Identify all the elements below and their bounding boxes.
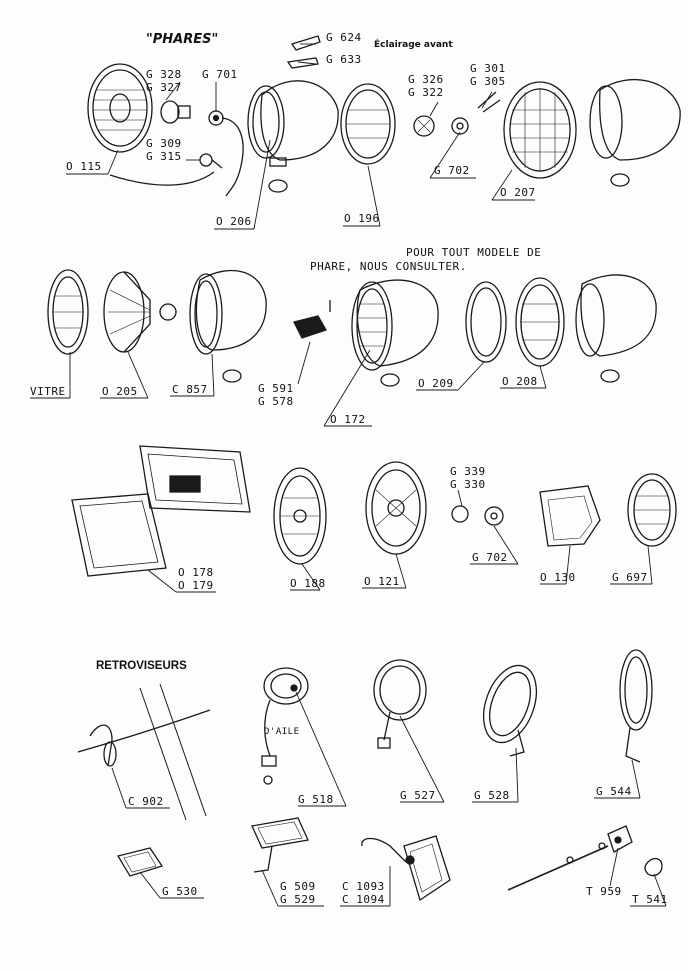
part-label-t541: T 541 (632, 893, 668, 906)
part-label-g330: G 330 (450, 478, 486, 491)
bracket-g624-illustration (286, 35, 321, 69)
mirror-c1093-illustration (361, 835, 451, 902)
part-label-o206: O 206 (216, 215, 252, 228)
headlamp-o172-illustration (351, 279, 439, 387)
mirror-g527-illustration (373, 659, 427, 749)
part-label-o205: O 205 (102, 385, 138, 398)
part-label-g305: G 305 (470, 75, 506, 88)
headlamp-shell-illustration (589, 78, 681, 187)
part-label-o208: O 208 (502, 375, 538, 388)
part-label-g528: G 528 (474, 789, 510, 802)
part-label-o178: O 178 (178, 566, 214, 579)
section-retroviseurs: RETROVISEURS (96, 660, 187, 672)
part-label-g339: G 339 (450, 465, 486, 478)
socket-g309-illustration (199, 153, 223, 169)
mirror-g544-illustration (619, 649, 653, 763)
part-label-o121: O 121 (364, 575, 400, 588)
part-label-daile: D'AILE (264, 727, 300, 737)
part-label-o188: O 188 (290, 577, 326, 590)
part-label-g309: G 309 (146, 137, 182, 150)
page-title: "PHARES" (146, 32, 219, 47)
rectangular-lamp-o178-illustration (71, 445, 251, 577)
part-label-g578: G 578 (258, 395, 294, 408)
headlamp-lens-o115-illustration (87, 63, 153, 153)
glass-vitre-illustration (47, 269, 89, 355)
headlamp-o207-illustration (503, 81, 577, 179)
mirror-g528-illustration (482, 664, 538, 757)
consult-note-line2: PHARE, NOUS CONSULTER. (310, 260, 467, 273)
part-label-g518: G 518 (298, 793, 334, 806)
fog-lamp-o121-illustration (365, 461, 427, 555)
cable-t959-illustration (507, 825, 633, 891)
headlamp-body-o206-illustration (247, 80, 339, 193)
mirror-g518-illustration (261, 667, 309, 785)
knob-t541-illustration (644, 857, 663, 877)
lamp-g697-illustration (627, 473, 677, 547)
lamp-o130-illustration (539, 485, 601, 547)
part-label-o179: O 179 (178, 579, 214, 592)
part-label-g326: G 326 (408, 73, 444, 86)
part-label-g633: G 633 (326, 53, 362, 66)
part-label-t959: T 959 (586, 885, 622, 898)
page-subtitle: Éclairage avant (374, 40, 453, 50)
part-label-g315: G 315 (146, 150, 182, 163)
headlamp-shell-row2-illustration (575, 274, 657, 383)
rim-o209-illustration (465, 281, 507, 363)
bulb-g326-illustration (413, 115, 435, 137)
interior-mirror-g509-illustration (251, 817, 309, 873)
socket-g702-illustration (451, 117, 469, 135)
reflector-o205-illustration (103, 271, 177, 353)
part-label-g509: G 509 (280, 880, 316, 893)
part-label-o196: O 196 (344, 212, 380, 225)
interior-mirror-g530-illustration (116, 847, 164, 877)
part-label-g327: G 327 (146, 81, 182, 94)
mirror-c902-illustration (77, 683, 211, 821)
consult-note: POUR TOUT MODELE DE PHARE, NOUS CONSULTE… (310, 246, 562, 274)
part-label-vitre: VITRE (30, 385, 66, 398)
part-label-g527: G 527 (400, 789, 436, 802)
part-label-o115: O 115 (66, 160, 102, 173)
bulb-g328-illustration (160, 100, 191, 124)
leader-lines (30, 43, 667, 907)
headlamp-o196-illustration (340, 83, 396, 165)
part-label-g328: G 328 (146, 68, 182, 81)
part-label-g301: G 301 (470, 62, 506, 75)
part-label-o130: O 130 (540, 571, 576, 584)
part-label-c1094: C 1094 (342, 893, 385, 906)
part-label-g591: G 591 (258, 382, 294, 395)
headlamp-c857-illustration (189, 269, 267, 383)
part-label-g544: G 544 (596, 785, 632, 798)
consult-note-line1: POUR TOUT MODELE DE (406, 246, 542, 259)
part-label-g322: G 322 (408, 86, 444, 99)
part-label-o207: O 207 (500, 186, 536, 199)
fog-lamp-o188-illustration (273, 467, 327, 565)
part-label-o172: O 172 (330, 413, 366, 426)
part-label-g530: G 530 (162, 885, 198, 898)
headlamp-o208-illustration (515, 277, 565, 367)
part-label-g702-row3: G 702 (472, 551, 508, 564)
part-label-g697: G 697 (612, 571, 648, 584)
part-label-c1093: C 1093 (342, 880, 385, 893)
relay-g591-illustration (293, 300, 331, 339)
part-label-g624: G 624 (326, 31, 362, 44)
part-label-o209: O 209 (418, 377, 454, 390)
part-label-g529: G 529 (280, 893, 316, 906)
part-label-g702-row1: G 702 (434, 164, 470, 177)
part-label-c857: C 857 (172, 383, 208, 396)
bulb-g339-illustration (451, 505, 504, 526)
socket-g701-illustration (109, 110, 244, 197)
bulbs-g301-illustration (477, 91, 501, 113)
part-label-g701: G 701 (202, 68, 238, 81)
part-label-c902: C 902 (128, 795, 164, 808)
